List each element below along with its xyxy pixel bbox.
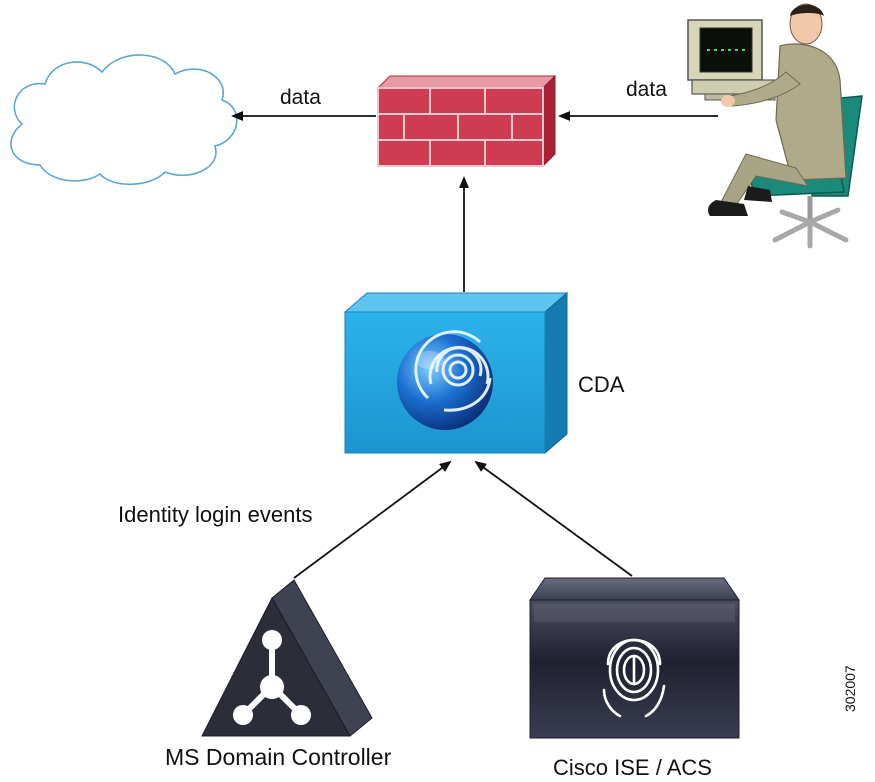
user-workstation-icon bbox=[687, 3, 863, 249]
label-data-from-user: data bbox=[626, 78, 667, 101]
label-data-to-cloud: data bbox=[280, 86, 321, 109]
label-cda: CDA bbox=[578, 372, 625, 397]
label-cisco-ise-acs: Cisco ISE / ACS bbox=[553, 755, 712, 780]
connector-arrows bbox=[231, 111, 718, 579]
domain-controller-icon bbox=[201, 579, 373, 737]
figure-id: 302007 bbox=[842, 665, 858, 712]
arrow-dc-to-cda bbox=[293, 460, 452, 579]
cda-appliance-icon bbox=[343, 291, 569, 455]
cloud-icon bbox=[10, 54, 238, 185]
label-identity-login-events: Identity login events bbox=[118, 502, 313, 527]
firewall-icon bbox=[376, 74, 557, 168]
arrow-ise-to-cda bbox=[474, 460, 633, 577]
ise-appliance-icon bbox=[529, 577, 740, 739]
label-ms-domain-controller: MS Domain Controller bbox=[165, 744, 392, 770]
